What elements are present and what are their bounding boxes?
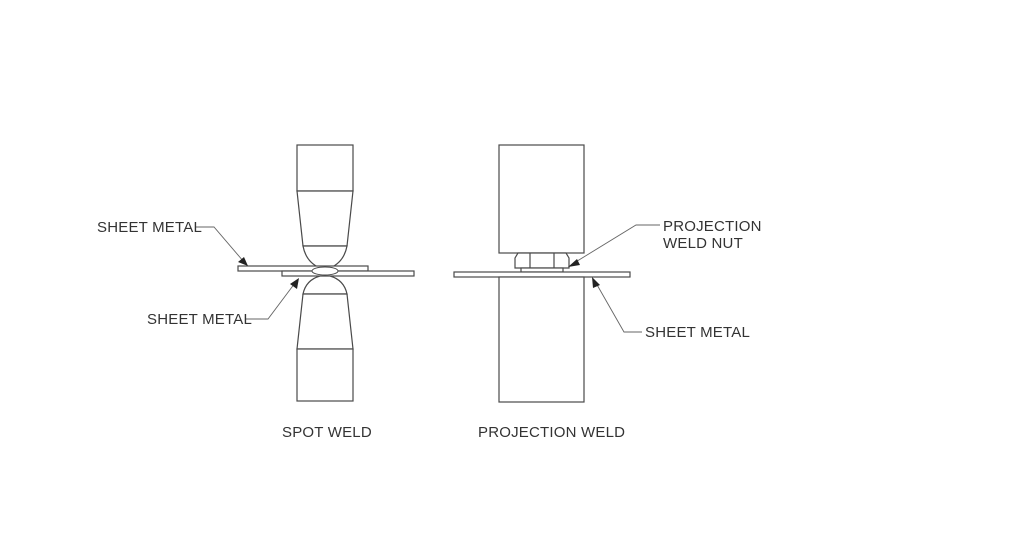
spot-weld-sheets: [237, 265, 415, 277]
spot-weld-top-sheet-label: SHEET METAL: [97, 219, 202, 236]
spot-weld-upper-electrode: [296, 144, 354, 269]
spot-weld-bottom-sheet-label: SHEET METAL: [147, 311, 252, 328]
projection-weld-upper-electrode: [498, 144, 585, 254]
projection-weld-assembly: PROJECTION WELD NUT SHEET METAL PROJECTI…: [453, 144, 762, 441]
spot-weld-top-leader: [196, 226, 248, 266]
spot-weld-caption: SPOT WELD: [282, 424, 372, 441]
projection-weld-caption: PROJECTION WELD: [478, 424, 625, 441]
projection-weld-sheet-label: SHEET METAL: [645, 324, 750, 341]
spot-weld-lower-electrode: [296, 275, 354, 402]
spot-weld-assembly: SHEET METAL SHEET METAL SPOT WELD: [97, 144, 415, 441]
projection-weld-nut-leader: [568, 224, 660, 267]
projection-weld-nut-label-line1: PROJECTION: [663, 218, 762, 235]
projection-weld-sheet: [453, 271, 631, 278]
projection-weld-sheet-leader: [592, 277, 642, 333]
projection-weld-lower-electrode: [498, 276, 585, 403]
projection-weld-nut: [514, 252, 570, 273]
spot-weld-nugget: [311, 266, 339, 276]
projection-weld-nut-label-line2: WELD NUT: [663, 235, 743, 252]
spot-weld-bottom-leader: [246, 278, 299, 320]
